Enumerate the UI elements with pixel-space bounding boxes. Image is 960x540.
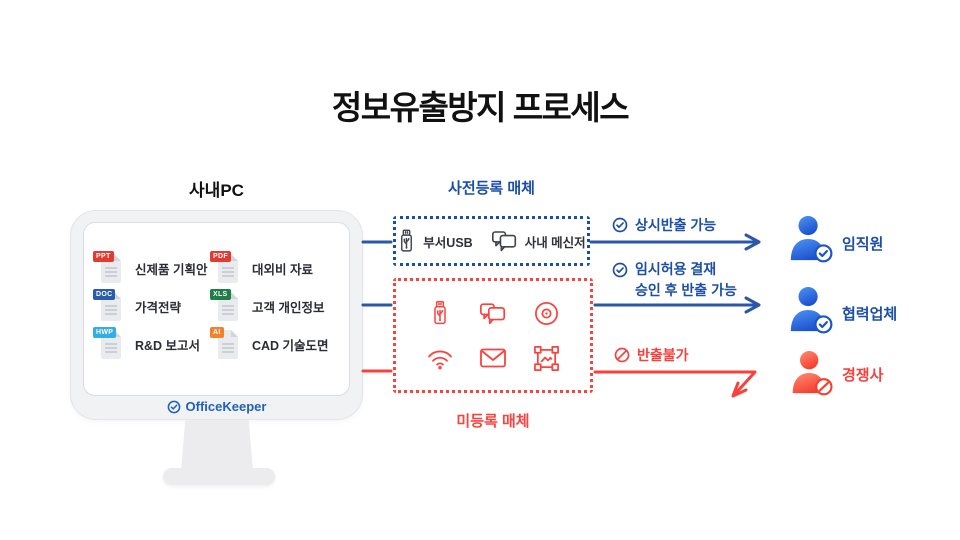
flow-blocked-text: 반출불가 bbox=[637, 347, 689, 363]
monitor-stand-neck bbox=[181, 420, 253, 470]
flow-allowed-text: 상시반출 가능 bbox=[635, 217, 717, 233]
registered-item-usb: 부서USB bbox=[397, 229, 473, 253]
image-icon bbox=[532, 344, 560, 372]
document-icon: DOC bbox=[93, 289, 124, 322]
file-item: AI CAD 기술도면 bbox=[210, 327, 348, 360]
file-item: PPT 신제품 기획안 bbox=[93, 251, 215, 284]
cd-icon bbox=[532, 299, 560, 327]
flow-approval-label: 임시허용 결재 승인 후 반출 가능 bbox=[612, 259, 737, 301]
unregistered-media-box bbox=[393, 278, 593, 393]
target-partners-label: 협력업체 bbox=[842, 306, 898, 323]
registered-media-box: 부서USB 사내 메신저 bbox=[393, 216, 590, 266]
file-list: PPT 신제품 기획안 PDF 대외비 자료 DOC 가격전략 XLS 고객 개… bbox=[93, 249, 348, 363]
arrow-blocked-head bbox=[731, 381, 748, 398]
file-name: CAD 기술도면 bbox=[252, 338, 329, 353]
file-item: PDF 대외비 자료 bbox=[210, 251, 348, 284]
check-circle-icon bbox=[612, 262, 628, 278]
flow-approval-text-line2: 승인 후 반출 가능 bbox=[635, 282, 737, 298]
file-name: 고객 개인정보 bbox=[252, 300, 325, 315]
flow-blocked-label: 반출불가 bbox=[614, 345, 689, 365]
file-badge: DOC bbox=[93, 289, 116, 300]
file-badge: XLS bbox=[210, 289, 231, 300]
file-badge: HWP bbox=[93, 327, 117, 338]
file-item: XLS 고객 개인정보 bbox=[210, 289, 348, 322]
messenger-icon bbox=[491, 229, 518, 253]
arrow-blocked bbox=[593, 370, 757, 396]
file-item: DOC 가격전략 bbox=[93, 289, 215, 322]
file-badge: PDF bbox=[210, 251, 231, 262]
target-competitor-label: 경쟁사 bbox=[842, 367, 884, 384]
logo-check-circle-icon bbox=[167, 400, 181, 414]
check-circle-icon bbox=[612, 217, 628, 233]
document-icon: AI bbox=[210, 327, 241, 360]
usb-icon bbox=[426, 299, 454, 327]
logo-text: OfficeKeeper bbox=[185, 399, 267, 414]
mail-icon bbox=[479, 344, 507, 372]
target-employees-label: 임직원 bbox=[842, 236, 884, 253]
officekeeper-logo: OfficeKeeper bbox=[83, 399, 350, 414]
file-item: HWP R&D 보고서 bbox=[93, 327, 215, 360]
pc-label: 사내PC bbox=[189, 181, 244, 200]
document-icon: PDF bbox=[210, 251, 241, 284]
arrow-allowed-head bbox=[744, 233, 761, 251]
file-name: 가격전략 bbox=[135, 300, 182, 315]
document-icon: XLS bbox=[210, 289, 241, 322]
usb-icon bbox=[397, 229, 416, 253]
file-name: R&D 보고서 bbox=[135, 338, 201, 353]
user-block-icon bbox=[789, 349, 835, 399]
unregistered-media-title: 미등록 매체 bbox=[456, 413, 530, 430]
flow-allowed-label: 상시반출 가능 bbox=[612, 215, 716, 235]
registered-item-messenger: 사내 메신저 bbox=[491, 229, 586, 253]
file-badge: PPT bbox=[93, 251, 114, 262]
registered-item-label: 부서USB bbox=[423, 235, 473, 250]
block-icon bbox=[614, 347, 630, 363]
document-icon: PPT bbox=[93, 251, 124, 284]
file-badge: AI bbox=[210, 327, 224, 338]
registered-item-label: 사내 메신저 bbox=[524, 235, 586, 250]
file-name: 대외비 자료 bbox=[252, 262, 313, 277]
file-name: 신제품 기획안 bbox=[135, 262, 208, 277]
page-title: 정보유출방지 프로세스 bbox=[331, 89, 630, 126]
wifi-icon bbox=[426, 344, 454, 372]
document-icon: HWP bbox=[93, 327, 124, 360]
arrow-approval-head bbox=[744, 296, 761, 314]
monitor-stand-base bbox=[163, 468, 275, 485]
flow-approval-text-line1: 임시허용 결재 bbox=[635, 261, 717, 277]
registered-media-title: 사전등록 매체 bbox=[448, 180, 535, 197]
user-check-icon bbox=[787, 214, 833, 264]
user-check-icon bbox=[787, 285, 833, 335]
chat-icon bbox=[479, 299, 507, 327]
